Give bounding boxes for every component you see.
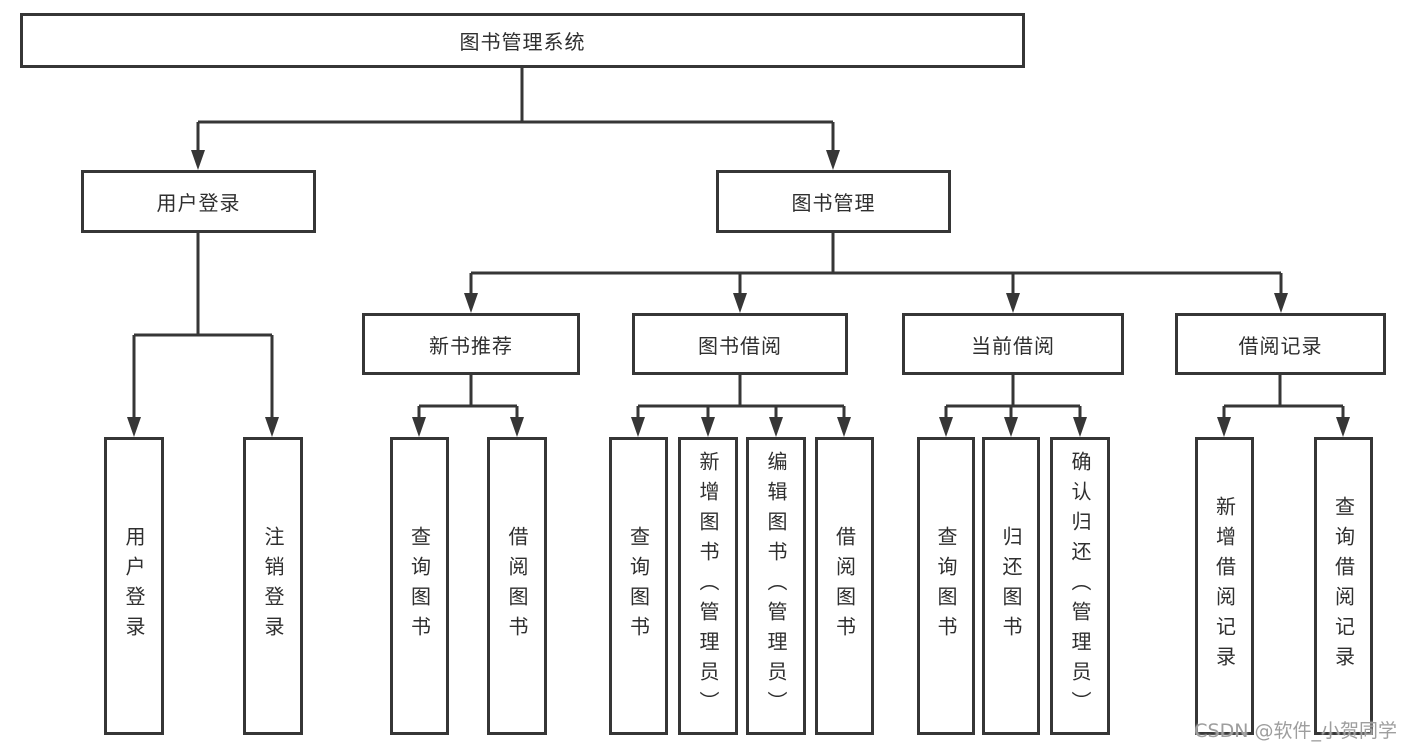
node-label: 新增借阅记录 bbox=[1212, 496, 1237, 676]
node-label: 确认归还（管理员） bbox=[1068, 451, 1092, 721]
node-label: 图书借阅 bbox=[698, 333, 782, 358]
leaf-query-books-recommend: 查询图书 bbox=[390, 437, 449, 735]
csdn-watermark: CSDN @软件_小贺同学 bbox=[1194, 720, 1397, 742]
node-label: 注销登录 bbox=[261, 526, 285, 646]
node-current-borrow: 当前借阅 bbox=[902, 313, 1124, 375]
node-label: 查询图书 bbox=[407, 526, 432, 646]
node-label: 新增图书（管理员） bbox=[696, 451, 720, 721]
node-label: 借阅记录 bbox=[1238, 333, 1323, 358]
node-root-system: 图书管理系统 bbox=[20, 13, 1025, 68]
leaf-user-login: 用户登录 bbox=[104, 437, 164, 735]
node-label: 图书管理系统 bbox=[459, 30, 586, 54]
leaf-borrow-books: 借阅图书 bbox=[815, 437, 874, 735]
node-label: 用户登录 bbox=[156, 191, 241, 215]
node-label: 当前借阅 bbox=[971, 333, 1055, 358]
leaf-query-books-current: 查询图书 bbox=[917, 437, 975, 735]
leaf-query-books-borrow: 查询图书 bbox=[609, 437, 668, 735]
node-label: 归还图书 bbox=[999, 526, 1023, 646]
node-label: 查询借阅记录 bbox=[1331, 496, 1356, 676]
leaf-return-books: 归还图书 bbox=[982, 437, 1040, 735]
leaf-add-books-admin: 新增图书（管理员） bbox=[678, 437, 738, 735]
leaf-logout: 注销登录 bbox=[243, 437, 303, 735]
node-label: 用户登录 bbox=[122, 526, 146, 646]
node-label: 编辑图书（管理员） bbox=[764, 451, 788, 721]
node-label: 借阅图书 bbox=[505, 526, 529, 646]
leaf-add-borrow-record: 新增借阅记录 bbox=[1195, 437, 1254, 735]
leaf-confirm-return-admin: 确认归还（管理员） bbox=[1050, 437, 1110, 735]
node-new-book-recommend: 新书推荐 bbox=[362, 313, 580, 375]
node-book-management: 图书管理 bbox=[716, 170, 951, 233]
node-borrow-records: 借阅记录 bbox=[1175, 313, 1386, 375]
node-label: 新书推荐 bbox=[429, 333, 513, 358]
node-label: 查询图书 bbox=[626, 526, 651, 646]
node-label: 图书管理 bbox=[791, 191, 876, 215]
node-label: 查询图书 bbox=[934, 526, 958, 646]
leaf-borrow-books-recommend: 借阅图书 bbox=[487, 437, 547, 735]
node-label: 借阅图书 bbox=[832, 526, 857, 646]
leaf-edit-books-admin: 编辑图书（管理员） bbox=[746, 437, 806, 735]
node-book-borrow: 图书借阅 bbox=[632, 313, 848, 375]
leaf-query-borrow-record: 查询借阅记录 bbox=[1314, 437, 1373, 735]
node-user-login: 用户登录 bbox=[81, 170, 316, 233]
